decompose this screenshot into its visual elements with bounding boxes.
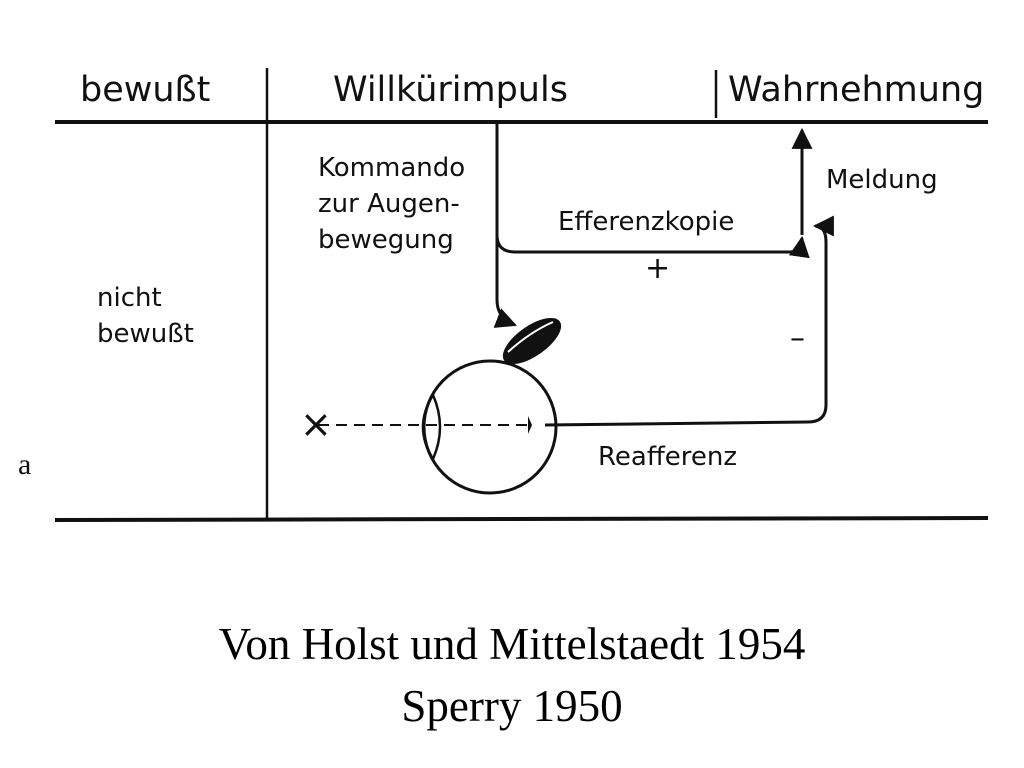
panel-letter: a — [18, 448, 32, 481]
target-cross: × — [300, 402, 332, 446]
kommando-arrow — [493, 200, 517, 328]
bottom-rule — [54, 516, 989, 522]
kommando-line-3: bewegung — [318, 225, 454, 255]
side-label-bewusst: bewußt — [97, 319, 194, 349]
efferenzkopie-label: Efferenzkopie — [558, 207, 735, 237]
plus-sign: + — [645, 251, 671, 286]
eye — [422, 359, 558, 495]
header-bewusst: bewußt — [80, 70, 211, 110]
minus-sign: – — [790, 321, 805, 356]
caption-line-1: Von Holst und Mittelstaedt 1954 — [218, 619, 806, 669]
caption-line-2: Sperry 1950 — [401, 681, 623, 731]
kommando-line-2: zur Augen- — [318, 189, 460, 219]
header-wahrnehmung: Wahrnehmung — [728, 70, 985, 110]
meldung-label: Meldung — [826, 165, 938, 195]
reafferenz-label: Reafferenz — [598, 442, 737, 472]
reafferenz-line — [544, 215, 834, 427]
eye-muscle — [502, 317, 562, 365]
header-willkurimpuls: Willkürimpuls — [333, 70, 568, 110]
eye-lens — [421, 392, 442, 462]
kommando-line-1: Kommando — [318, 153, 466, 183]
side-label-nicht: nicht — [97, 283, 162, 313]
